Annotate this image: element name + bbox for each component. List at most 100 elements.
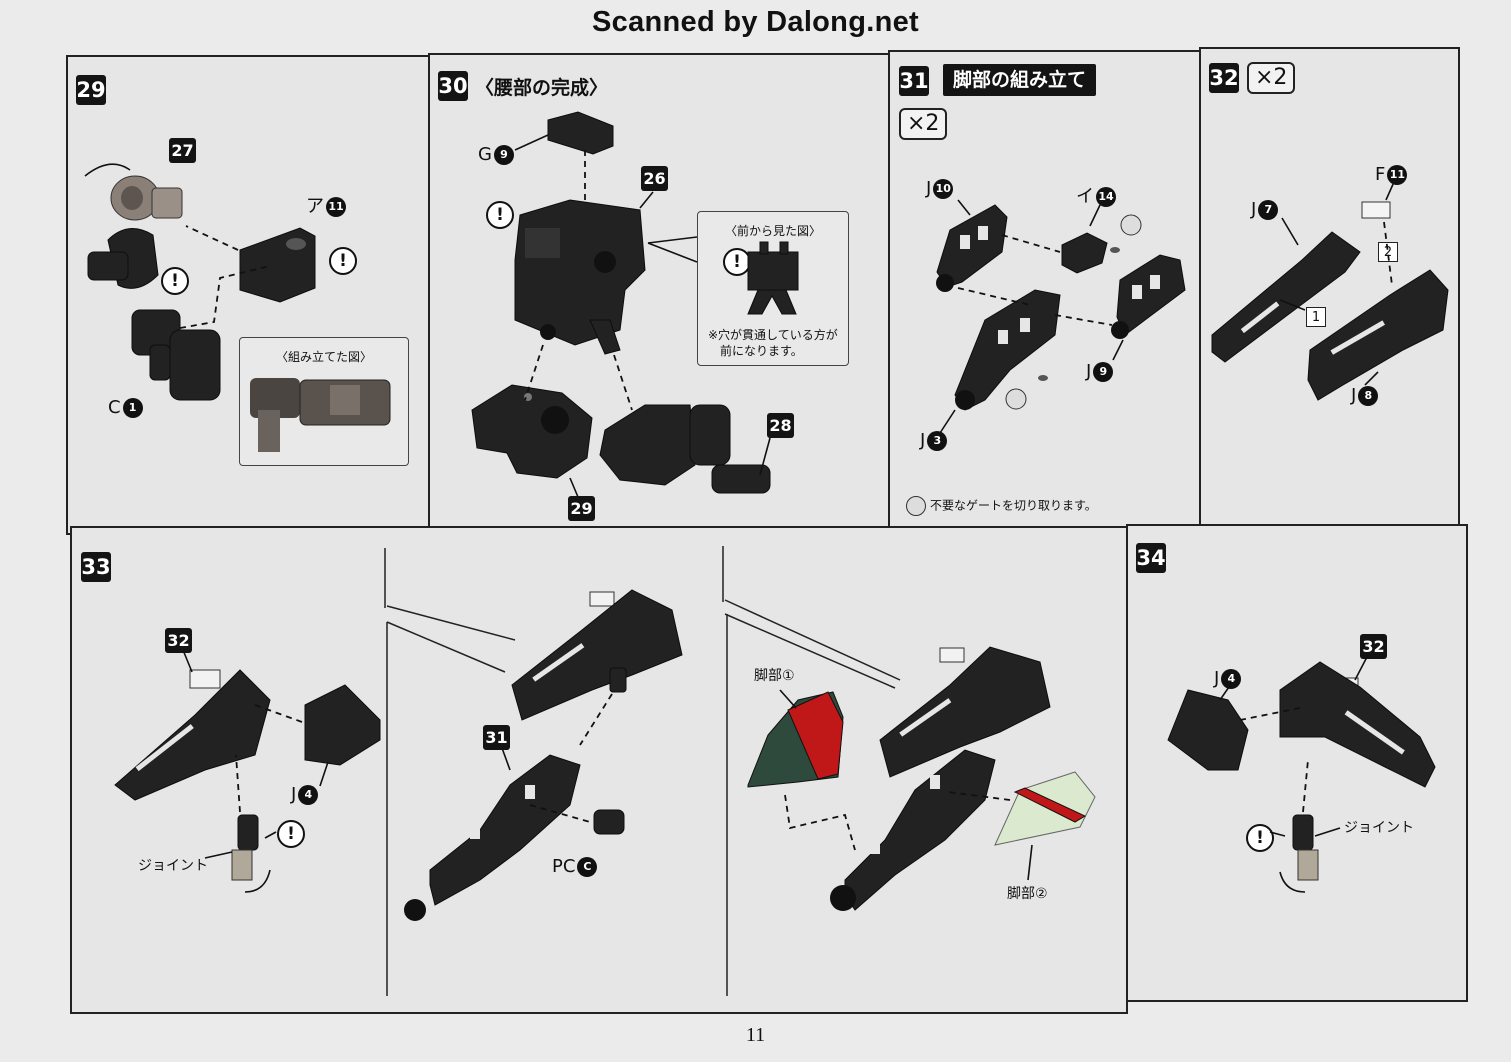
part-29-hip (471, 384, 593, 479)
assembled-32-part (1279, 661, 1436, 788)
part-a11 (239, 227, 316, 303)
step-33-number: 33 (81, 552, 111, 582)
part-j9-frame (1111, 254, 1186, 339)
warning-icon: ! (277, 820, 305, 848)
sub-step-1: 1 (1306, 307, 1326, 327)
joint-part (231, 814, 259, 881)
warning-icon: ! (486, 201, 514, 229)
part-c-number: 1 (122, 398, 143, 418)
part-i-number: 14 (1096, 187, 1116, 207)
ref-26-badge: 26 (641, 166, 668, 191)
leg1-label: 脚部① (754, 668, 795, 684)
part-a-number: 11 (326, 197, 346, 217)
part-j10-frame (936, 204, 1008, 292)
part-j-number: 10 (933, 179, 954, 199)
upper-leg-assembly (511, 589, 683, 721)
part-j4-block (1167, 689, 1249, 771)
ref-27-badge: 27 (169, 138, 196, 163)
part-g-number: 9 (493, 145, 514, 165)
step-31-title: 脚部の組み立て (943, 64, 1097, 96)
part-g-letter: G (478, 144, 492, 165)
rotate-arrow-icon (1279, 871, 1306, 893)
part-j-letter: J (1351, 385, 1357, 406)
step-34-number: 34 (1136, 543, 1166, 573)
part-j-letter: J (920, 430, 926, 451)
warning-icon: ! (329, 247, 357, 275)
part-31-leg (404, 754, 581, 921)
inset-title: 〈前から見た図〉 (724, 224, 821, 238)
part-j3-frame (954, 289, 1061, 411)
warning-icon: ! (161, 267, 189, 295)
part-f11-piece (1361, 201, 1391, 219)
page-number: 11 (745, 1024, 766, 1046)
joint-label: ジョイント (1344, 820, 1414, 836)
part-i-letter: イ (1076, 186, 1094, 207)
gate-cut-note: 不要なゲートを切り取ります。 (906, 496, 1097, 516)
nipper-icon (906, 496, 926, 516)
part-pc-letter: PC (552, 856, 576, 877)
assembly-arrow (185, 225, 239, 251)
joint-part (1292, 814, 1319, 881)
nipper-icon (1110, 214, 1142, 253)
part-c-letter: C (108, 397, 121, 418)
part-j8-rail (1307, 269, 1449, 401)
hip-joint-part (87, 175, 183, 289)
part-j-number: 4 (1221, 669, 1242, 689)
scan-header: Scanned by Dalong.net (592, 6, 919, 38)
part-i14 (1061, 232, 1108, 274)
waist-body-part (514, 199, 646, 355)
inset-note-line2: 前になります。 (720, 344, 803, 358)
part-pc-number: C (577, 857, 598, 877)
part-c1 (131, 309, 221, 401)
rotate-arrow-icon (84, 163, 131, 177)
ref-28-badge: 28 (767, 413, 794, 438)
warning-icon: ! (1246, 824, 1274, 852)
part-g9 (547, 111, 614, 155)
leg-armor-1 (747, 691, 844, 788)
leg-armor-2 (994, 771, 1096, 846)
rotate-arrow-icon (244, 869, 271, 893)
part-f-number: 11 (1387, 165, 1408, 185)
part-a-letter: ア (306, 196, 324, 217)
ref-32-badge: 32 (165, 628, 192, 653)
leg-assembly-2 (830, 749, 996, 911)
sub-step-2: 2 (1378, 242, 1398, 262)
part-j-letter: J (291, 784, 297, 805)
part-j4-block (304, 684, 381, 766)
inset-note-line1: ※穴が貫通している方が (708, 328, 838, 342)
part-j-letter: J (1214, 668, 1220, 689)
part-28-hip (599, 404, 771, 494)
part-j-number: 4 (298, 785, 319, 805)
gate-cut-text: 不要なゲートを切り取ります。 (930, 498, 1097, 513)
joint-label: ジョイント (138, 858, 208, 874)
pc-c-part (593, 809, 625, 835)
step-32-multiplier: ×2 (1247, 62, 1296, 94)
step-32-number: 32 (1209, 63, 1239, 93)
waist-front-view (747, 241, 799, 315)
part-j-number: 9 (1093, 362, 1114, 382)
upper-leg-assembly-2 (879, 646, 1051, 778)
part-j-number: 8 (1358, 386, 1379, 406)
step-31-number: 31 (899, 66, 929, 96)
part-f-letter: F (1375, 164, 1386, 185)
step-30-number: 30 (438, 71, 468, 101)
nipper-icon (1005, 375, 1048, 410)
ref-29-badge: 29 (568, 496, 595, 521)
ref-32-badge: 32 (1360, 634, 1387, 659)
assembled-32-part (114, 669, 271, 801)
part-j-letter: J (926, 178, 932, 199)
step-31-multiplier: ×2 (899, 108, 948, 140)
ref-31-badge: 31 (483, 725, 510, 750)
